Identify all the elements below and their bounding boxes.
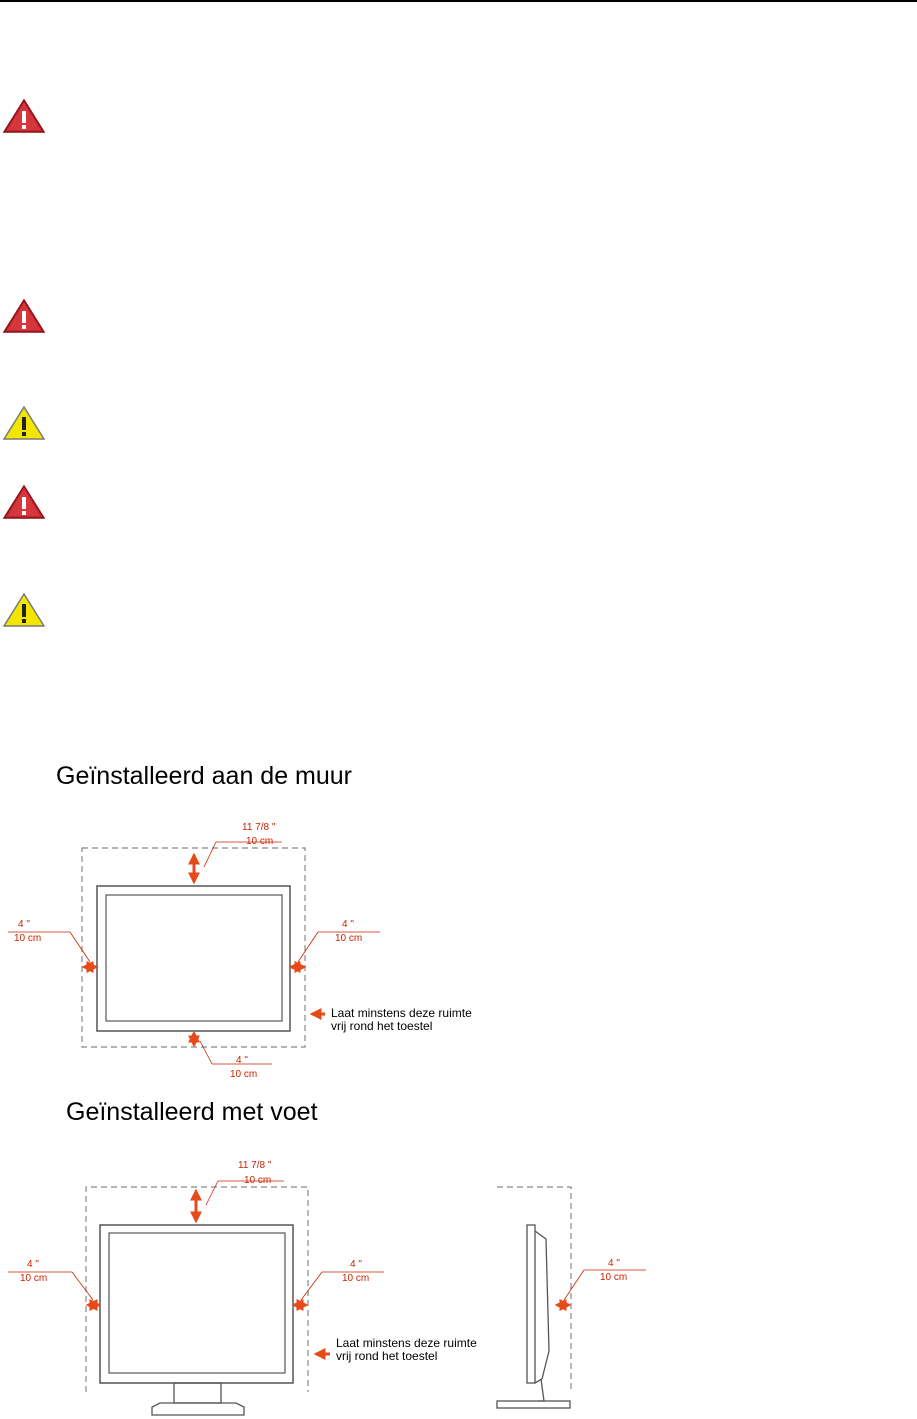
left-dim-metric: 10 cm — [20, 1273, 47, 1284]
side-dim-metric: 10 cm — [600, 1272, 627, 1283]
caution-yellow-icon — [2, 592, 46, 628]
left-dim-imperial: 4 " — [18, 919, 30, 930]
side-dim-imperial: 4 " — [608, 1258, 620, 1269]
top-dim-metric: 10 cm — [244, 1175, 271, 1186]
stand-base — [151, 1402, 245, 1416]
stand-section-title: Geïnstalleerd met voet — [66, 1098, 318, 1126]
monitor-screen — [105, 894, 283, 1022]
right-dim-metric: 10 cm — [342, 1273, 369, 1284]
side-monitor-panel — [526, 1224, 536, 1384]
note-line-2: vrij rond het toestel — [336, 1349, 437, 1363]
monitor-screen — [108, 1232, 286, 1374]
top-dim-metric: 10 cm — [246, 836, 273, 847]
stand-mount-diagram: 11 7/8 " 10 cm 4 " 10 cm 4 " 10 cm Laat … — [8, 1160, 646, 1416]
side-stand-neck — [538, 1378, 545, 1402]
clearance-zone-front — [85, 1186, 309, 1392]
right-dim-imperial: 4 " — [342, 919, 354, 930]
left-dim-imperial: 4 " — [27, 1259, 39, 1270]
bottom-dim-imperial: 4 " — [236, 1055, 248, 1066]
note-line-2: vrij rond het toestel — [331, 1019, 432, 1033]
caution-red-icon — [2, 298, 46, 334]
left-dim-metric: 10 cm — [14, 933, 41, 944]
stand-neck — [173, 1382, 222, 1404]
right-dim-metric: 10 cm — [335, 933, 362, 944]
monitor-frame — [99, 1224, 294, 1384]
monitor-frame — [96, 885, 291, 1032]
bottom-dim-metric: 10 cm — [230, 1069, 257, 1080]
top-dim-imperial: 11 7/8 " — [238, 1160, 272, 1171]
right-dim-imperial: 4 " — [350, 1259, 362, 1270]
page-top-rule — [0, 0, 917, 2]
caution-red-icon — [2, 484, 46, 520]
top-dim-imperial: 11 7/8 " — [242, 822, 276, 833]
side-stand-base — [496, 1400, 571, 1409]
clearance-zone-side — [497, 1186, 572, 1392]
caution-yellow-icon — [2, 405, 46, 441]
wall-section-title: Geïnstalleerd aan de muur — [56, 762, 353, 790]
caution-red-icon — [2, 98, 46, 134]
note-line-1: Laat minstens deze ruimte — [331, 1006, 472, 1020]
side-monitor-back — [534, 1230, 550, 1384]
wall-mount-diagram: 11 7/8 " 10 cm 4 " 10 cm 4 " 10 cm 4 " 1… — [8, 822, 472, 1080]
note-line-1: Laat minstens deze ruimte — [336, 1336, 477, 1350]
